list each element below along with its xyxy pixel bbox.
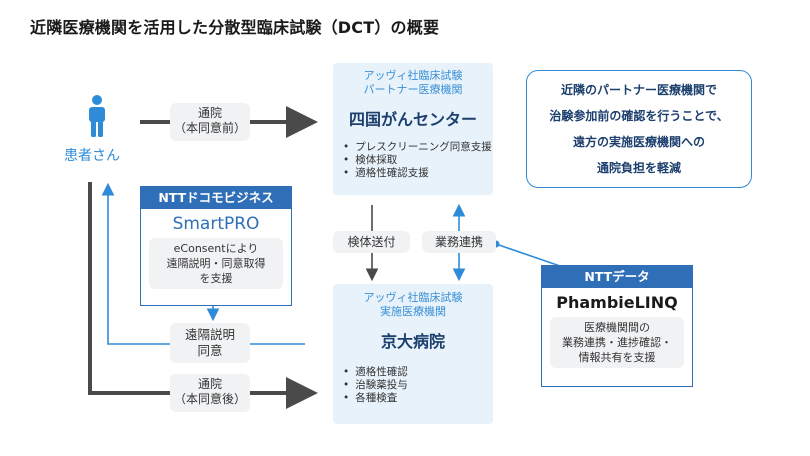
site-task: 適格性確認 <box>343 366 493 379</box>
nttdata-desc-line: 医療機関間の <box>584 321 650 334</box>
note-line: 近隣のパートナー医療機関で <box>560 83 717 97</box>
visit-after-line1: 通院 <box>197 377 222 391</box>
note-line: 通院負担を軽減 <box>596 161 681 175</box>
nttdata-desc-line: 情報共有を支援 <box>578 351 656 364</box>
site-sub1: アッヴィ社臨床試験 <box>363 291 463 304</box>
page-title: 近隣医療機関を活用した分散型臨床試験（DCT）の概要 <box>30 18 440 37</box>
nttdata-desc-line: 業務連携・進捗確認・ <box>562 336 672 349</box>
site-sub2: 実施医療機関 <box>380 305 446 318</box>
partner-sub1: アッヴィ社臨床試験 <box>363 69 463 82</box>
nttdata-header: NTTデータ <box>542 266 692 288</box>
connector-nttdata <box>495 243 561 267</box>
site-task-list: 適格性確認 治験薬投与 各種検査 <box>343 366 493 405</box>
partner-task: 検体採取 <box>343 154 493 167</box>
remote-line1: 遠隔説明 <box>184 327 235 342</box>
docomo-header: NTTドコモビジネス <box>141 187 291 209</box>
visit-before-label: 通院 （本同意前） <box>170 103 250 141</box>
docomo-desc: eConsentにより 遠隔説明・同意取得 を支援 <box>149 238 283 289</box>
visit-before-line1: 通院 <box>197 106 222 120</box>
partner-task: 適格性確認支援 <box>343 167 493 180</box>
partner-task-list: プレスクリーニング同意支援 検体採取 適格性確認支援 <box>343 141 493 180</box>
smartpro-logo: SmartPRO <box>172 214 260 234</box>
visit-after-label: 通院 （本同意後） <box>170 374 250 412</box>
remote-consent-label: 遠隔説明 同意 <box>170 323 250 363</box>
coordination-label: 業務連携 <box>422 231 496 253</box>
visit-before-line2: （本同意前） <box>173 121 246 135</box>
note-line: 治験参加前の確認を行うことで、 <box>549 109 729 123</box>
person-icon <box>86 95 108 137</box>
nttdata-vendor-box: NTTデータ PhambieLINQ 医療機関間の 業務連携・進捗確認・ 情報共… <box>541 265 693 387</box>
nttdata-desc: 医療機関間の 業務連携・進捗確認・ 情報共有を支援 <box>550 317 684 368</box>
site-task: 各種検査 <box>343 392 493 405</box>
partner-name: 四国がんセンター <box>348 110 477 129</box>
visit-after-line2: （本同意後） <box>173 392 246 406</box>
partner-hospital-box: アッヴィ社臨床試験 パートナー医療機関 四国がんセンター プレスクリーニング同意… <box>333 63 493 195</box>
phambielinq-logo: PhambieLINQ <box>556 293 678 312</box>
site-hospital-box: アッヴィ社臨床試験 実施医療機関 京大病院 適格性確認 治験薬投与 各種検査 <box>333 284 493 424</box>
docomo-desc-line: 遠隔説明・同意取得 <box>166 257 266 270</box>
site-task: 治験薬投与 <box>343 379 493 392</box>
specimen-label: 検体送付 <box>333 231 410 253</box>
summary-note: 近隣のパートナー医療機関で 治験参加前の確認を行うことで、 遠方の実施医療機関へ… <box>526 70 752 188</box>
docomo-desc-line: を支援 <box>199 272 233 285</box>
partner-task: プレスクリーニング同意支援 <box>343 141 493 154</box>
site-name: 京大病院 <box>380 332 445 351</box>
docomo-desc-line: eConsentにより <box>173 242 259 255</box>
partner-sub2: パートナー医療機関 <box>363 83 463 96</box>
note-line: 遠方の実施医療機関への <box>572 135 705 149</box>
remote-line2: 同意 <box>197 343 223 358</box>
patient-label: 患者さん <box>64 148 120 164</box>
docomo-vendor-box: NTTドコモビジネス SmartPRO eConsentにより 遠隔説明・同意取… <box>140 186 292 306</box>
